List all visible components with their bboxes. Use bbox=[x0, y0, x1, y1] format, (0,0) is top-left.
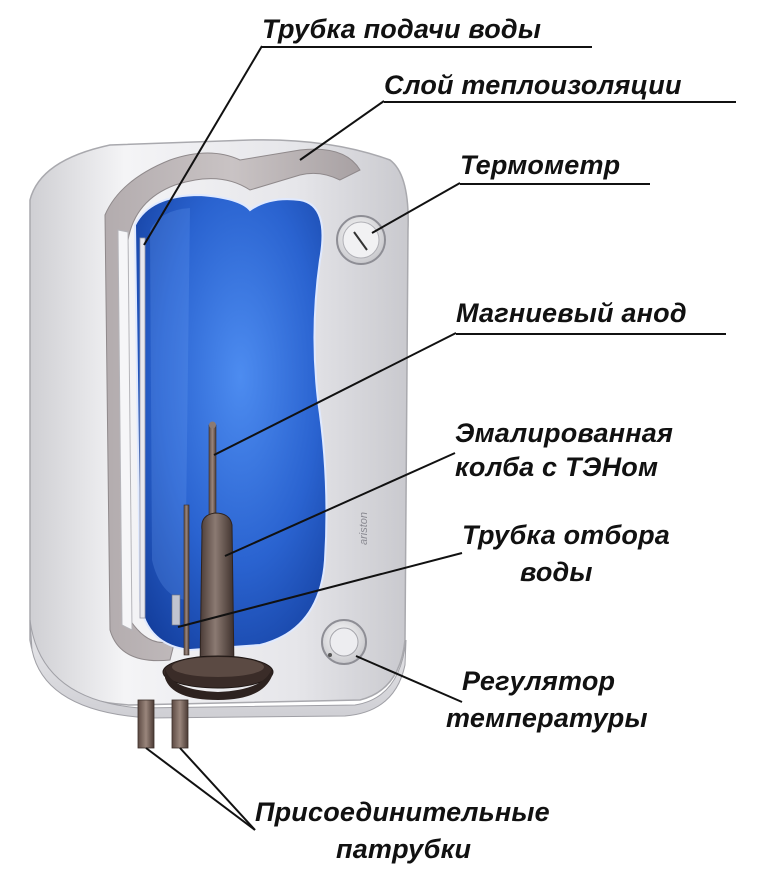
label-regulator-line2: температуры bbox=[446, 703, 648, 733]
underline-anode bbox=[456, 333, 726, 335]
label-outlet-line1: Трубка отбора bbox=[462, 520, 671, 550]
underline-thermometer bbox=[460, 183, 650, 185]
label-anode: Магниевый анод bbox=[456, 298, 687, 328]
enamelled-tank bbox=[133, 193, 328, 652]
label-insulation: Слой теплоизоляции bbox=[384, 70, 682, 100]
brand-mark: ariston bbox=[358, 512, 370, 545]
bottom-cap bbox=[29, 619, 407, 719]
label-thermometer: Термометр bbox=[460, 150, 621, 180]
connection-pipe-right bbox=[171, 699, 189, 749]
supply-pipe bbox=[139, 237, 146, 619]
heating-element bbox=[199, 512, 235, 673]
label-flask-line2: колба с ТЭНом bbox=[455, 452, 659, 482]
label-flask-line1: Эмалированная bbox=[455, 418, 674, 448]
supply-pipe-channel bbox=[117, 229, 133, 631]
label-fittings-line2: патрубки bbox=[336, 834, 472, 864]
underline-supply-pipe bbox=[262, 46, 592, 48]
label-outlet-line2: воды bbox=[520, 557, 593, 587]
label-fittings-line1: Присоединительные bbox=[255, 797, 550, 827]
connection-pipe-left bbox=[137, 699, 155, 749]
label-regulator-line1: Регулятор bbox=[462, 666, 616, 696]
label-supply-pipe: Трубка подачи воды bbox=[262, 14, 542, 44]
underline-insulation bbox=[384, 101, 736, 103]
leader-lines bbox=[143, 45, 463, 831]
outlet-tube bbox=[183, 504, 190, 656]
